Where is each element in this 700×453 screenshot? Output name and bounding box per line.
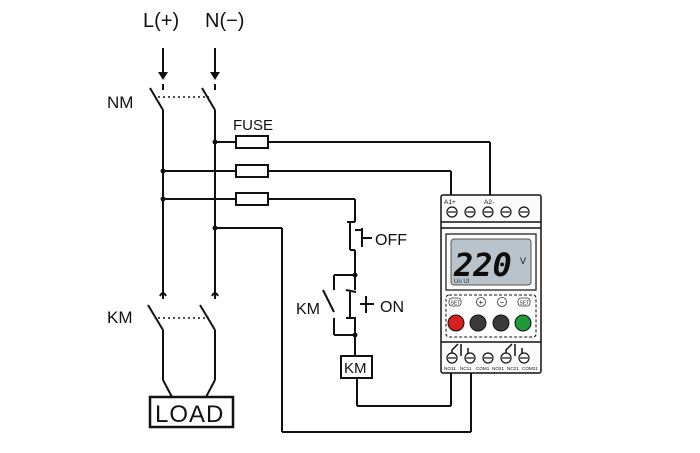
set-button-red[interactable] [447,314,465,332]
relay-device: A1+ A2- 220 V Un Ut SET + − SET [440,194,542,374]
svg-text:COM1: COM1 [476,366,490,371]
km-coil-label: KM [344,360,367,377]
plus-button[interactable] [469,314,487,332]
fuse-1 [235,135,269,149]
fuse-3 [235,192,269,206]
on-label: ON [380,299,404,316]
svg-text:COM21: COM21 [522,366,538,371]
bottom-terminal-screws [446,352,530,364]
button-panel [445,294,537,338]
svg-text:+: + [479,298,484,307]
terminal-a2-label: A2- [484,199,494,206]
contactor-label: KM [107,308,133,327]
load-box [148,395,235,429]
load-label: LOAD [155,401,224,428]
lcd-sub-label: Un Ut [454,279,470,285]
terminal-a1-label: A1+ [444,199,456,206]
lcd-screen [450,238,532,286]
button-labels: SET + − SET [448,297,531,307]
breaker-contact-l [149,87,164,111]
fuse-2 [235,164,269,178]
svg-text:NC11: NC11 [460,366,472,371]
lcd-value: 220 [453,246,512,284]
svg-text:NO11: NO11 [444,366,456,371]
svg-text:−: − [500,298,505,307]
breaker-contact-n [201,87,216,111]
neutral-terminal-label: N(−) [205,10,244,32]
contactor-contact-n [199,304,216,331]
neutral-arrow-head [210,72,220,80]
minus-button[interactable] [492,314,510,332]
km-switch-label: KM [296,301,320,318]
contactor-contact-l [147,304,164,331]
bottom-terminal-labels: NO11 NC11 COM1 NO21 NC21 COM21 [444,366,538,371]
svg-text:NO21: NO21 [492,366,504,371]
breaker-label: NM [107,93,133,112]
line-arrow-head [158,72,168,80]
off-label: OFF [375,232,407,249]
top-terminal-screws [446,206,530,218]
set-button-green[interactable] [514,314,532,332]
line-terminal-label: L(+) [143,10,179,32]
svg-text:SET: SET [451,301,461,307]
lcd-unit: V [520,256,526,266]
fuse-label: FUSE [233,117,273,134]
km-hold-contact [322,289,335,313]
svg-text:NC21: NC21 [507,366,519,371]
svg-text:SET: SET [520,301,530,307]
